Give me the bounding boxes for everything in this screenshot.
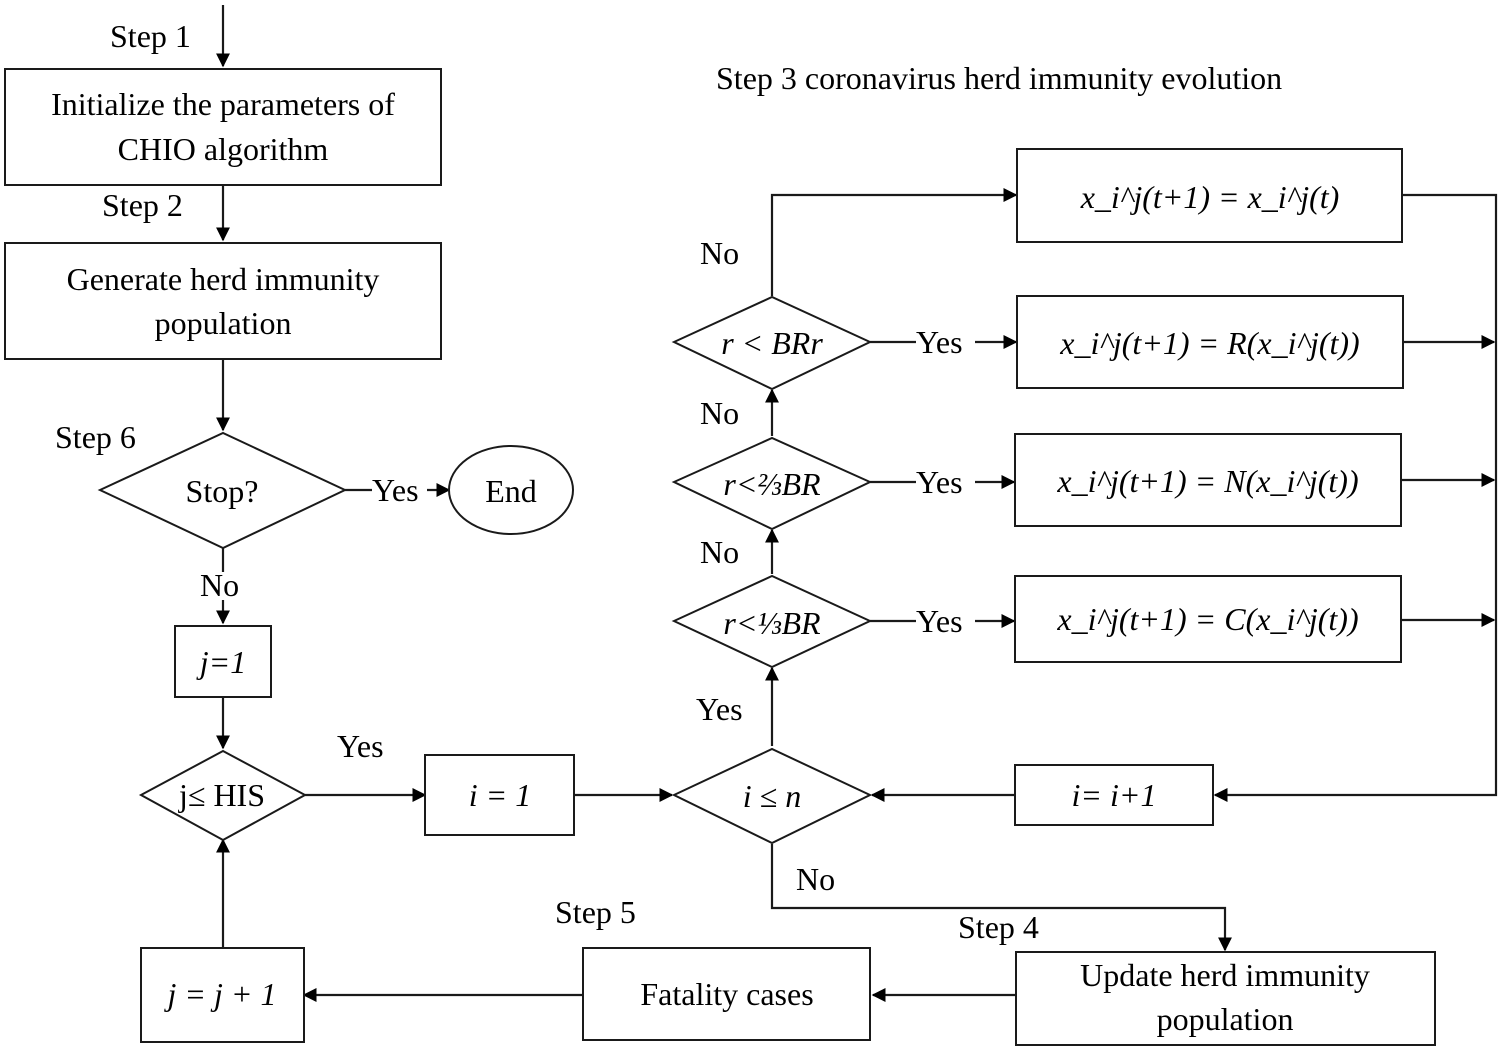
j-init-box: j=1 <box>174 625 272 698</box>
end-terminal: End <box>448 445 574 535</box>
edge-label-i-n-yes: Yes <box>696 691 743 727</box>
init-box-line2: CHIO algorithm <box>118 131 329 167</box>
keep-formula-box: x_i^j(t+1) = x_i^j(t) <box>1016 148 1403 243</box>
i-n-decision: i ≤ n <box>671 747 873 845</box>
common-formula-box: x_i^j(t+1) = C(x_i^j(t)) <box>1014 575 1402 663</box>
r-two-third-decision: r<⅔BR <box>671 436 873 531</box>
arrow-no-to-update <box>770 844 1232 952</box>
r-third-label: r<⅓BR <box>723 605 821 641</box>
step-1-label: Step 1 <box>110 18 191 54</box>
r-br-label: r < BRr <box>721 325 823 361</box>
j-his-decision: j≤ HIS <box>138 749 308 842</box>
j-increment-box: j = j + 1 <box>140 947 305 1043</box>
generate-box-line2: population <box>155 305 292 341</box>
stop-decision: Stop? <box>97 431 348 550</box>
random-formula: x_i^j(t+1) = R(x_i^j(t)) <box>1059 325 1359 361</box>
fatality-box: Fatality cases <box>582 947 871 1041</box>
stop-decision-label: Stop? <box>186 473 259 509</box>
edge-label-r-br-yes: Yes <box>916 324 963 360</box>
i-init-label: i = 1 <box>469 777 531 813</box>
j-increment-label: j = j + 1 <box>164 976 277 1012</box>
j-init-label: j=1 <box>196 644 246 680</box>
j-his-label: j≤ HIS <box>178 777 265 813</box>
random-formula-box: x_i^j(t+1) = R(x_i^j(t)) <box>1016 295 1404 389</box>
r-br-decision: r < BRr <box>671 295 873 391</box>
edge-label-stop-no: No <box>200 567 239 603</box>
common-formula: x_i^j(t+1) = C(x_i^j(t)) <box>1056 601 1358 637</box>
i-n-label: i ≤ n <box>743 778 801 814</box>
update-box-line2: population <box>1157 1001 1294 1037</box>
connectors <box>216 5 1498 1002</box>
keep-formula: x_i^j(t+1) = x_i^j(t) <box>1080 179 1340 215</box>
init-box-line1: Initialize the parameters of <box>51 86 395 122</box>
edge-label-third-yes: Yes <box>916 603 963 639</box>
generate-box-line1: Generate herd immunity <box>67 261 380 297</box>
fatality-label: Fatality cases <box>640 976 813 1012</box>
arrow-no-to-keep <box>770 188 1018 296</box>
r-two-third-label: r<⅔BR <box>723 466 821 502</box>
update-box-line1: Update herd immunity <box>1080 957 1370 993</box>
edge-label-stop-yes: Yes <box>372 472 419 508</box>
return-bus <box>1213 193 1498 802</box>
edge-label-his-yes: Yes <box>337 728 384 764</box>
step-2-label: Step 2 <box>102 187 183 223</box>
end-label: End <box>485 473 537 509</box>
edge-label-two-third-yes: Yes <box>916 464 963 500</box>
edge-label-r-br-no: No <box>700 235 739 271</box>
step-5-label: Step 5 <box>555 894 636 930</box>
i-increment-label: i= i+1 <box>1072 777 1157 813</box>
init-box: Initialize the parameters of CHIO algori… <box>4 68 442 186</box>
step-4-label: Step 4 <box>958 909 1039 945</box>
normal-formula-box: x_i^j(t+1) = N(x_i^j(t)) <box>1014 433 1402 527</box>
update-box: Update herd immunity population <box>1015 951 1436 1046</box>
i-increment-box: i= i+1 <box>1014 764 1214 826</box>
edge-label-third-no: No <box>700 534 739 570</box>
normal-formula: x_i^j(t+1) = N(x_i^j(t)) <box>1056 463 1358 499</box>
step-3-title: Step 3 coronavirus herd immunity evoluti… <box>716 60 1282 96</box>
r-third-decision: r<⅓BR <box>671 574 873 669</box>
edge-label-i-n-no: No <box>796 861 835 897</box>
edge-label-two-third-no: No <box>700 395 739 431</box>
generate-box: Generate herd immunity population <box>4 242 442 360</box>
step-6-label: Step 6 <box>55 419 136 455</box>
i-init-box: i = 1 <box>424 754 575 836</box>
